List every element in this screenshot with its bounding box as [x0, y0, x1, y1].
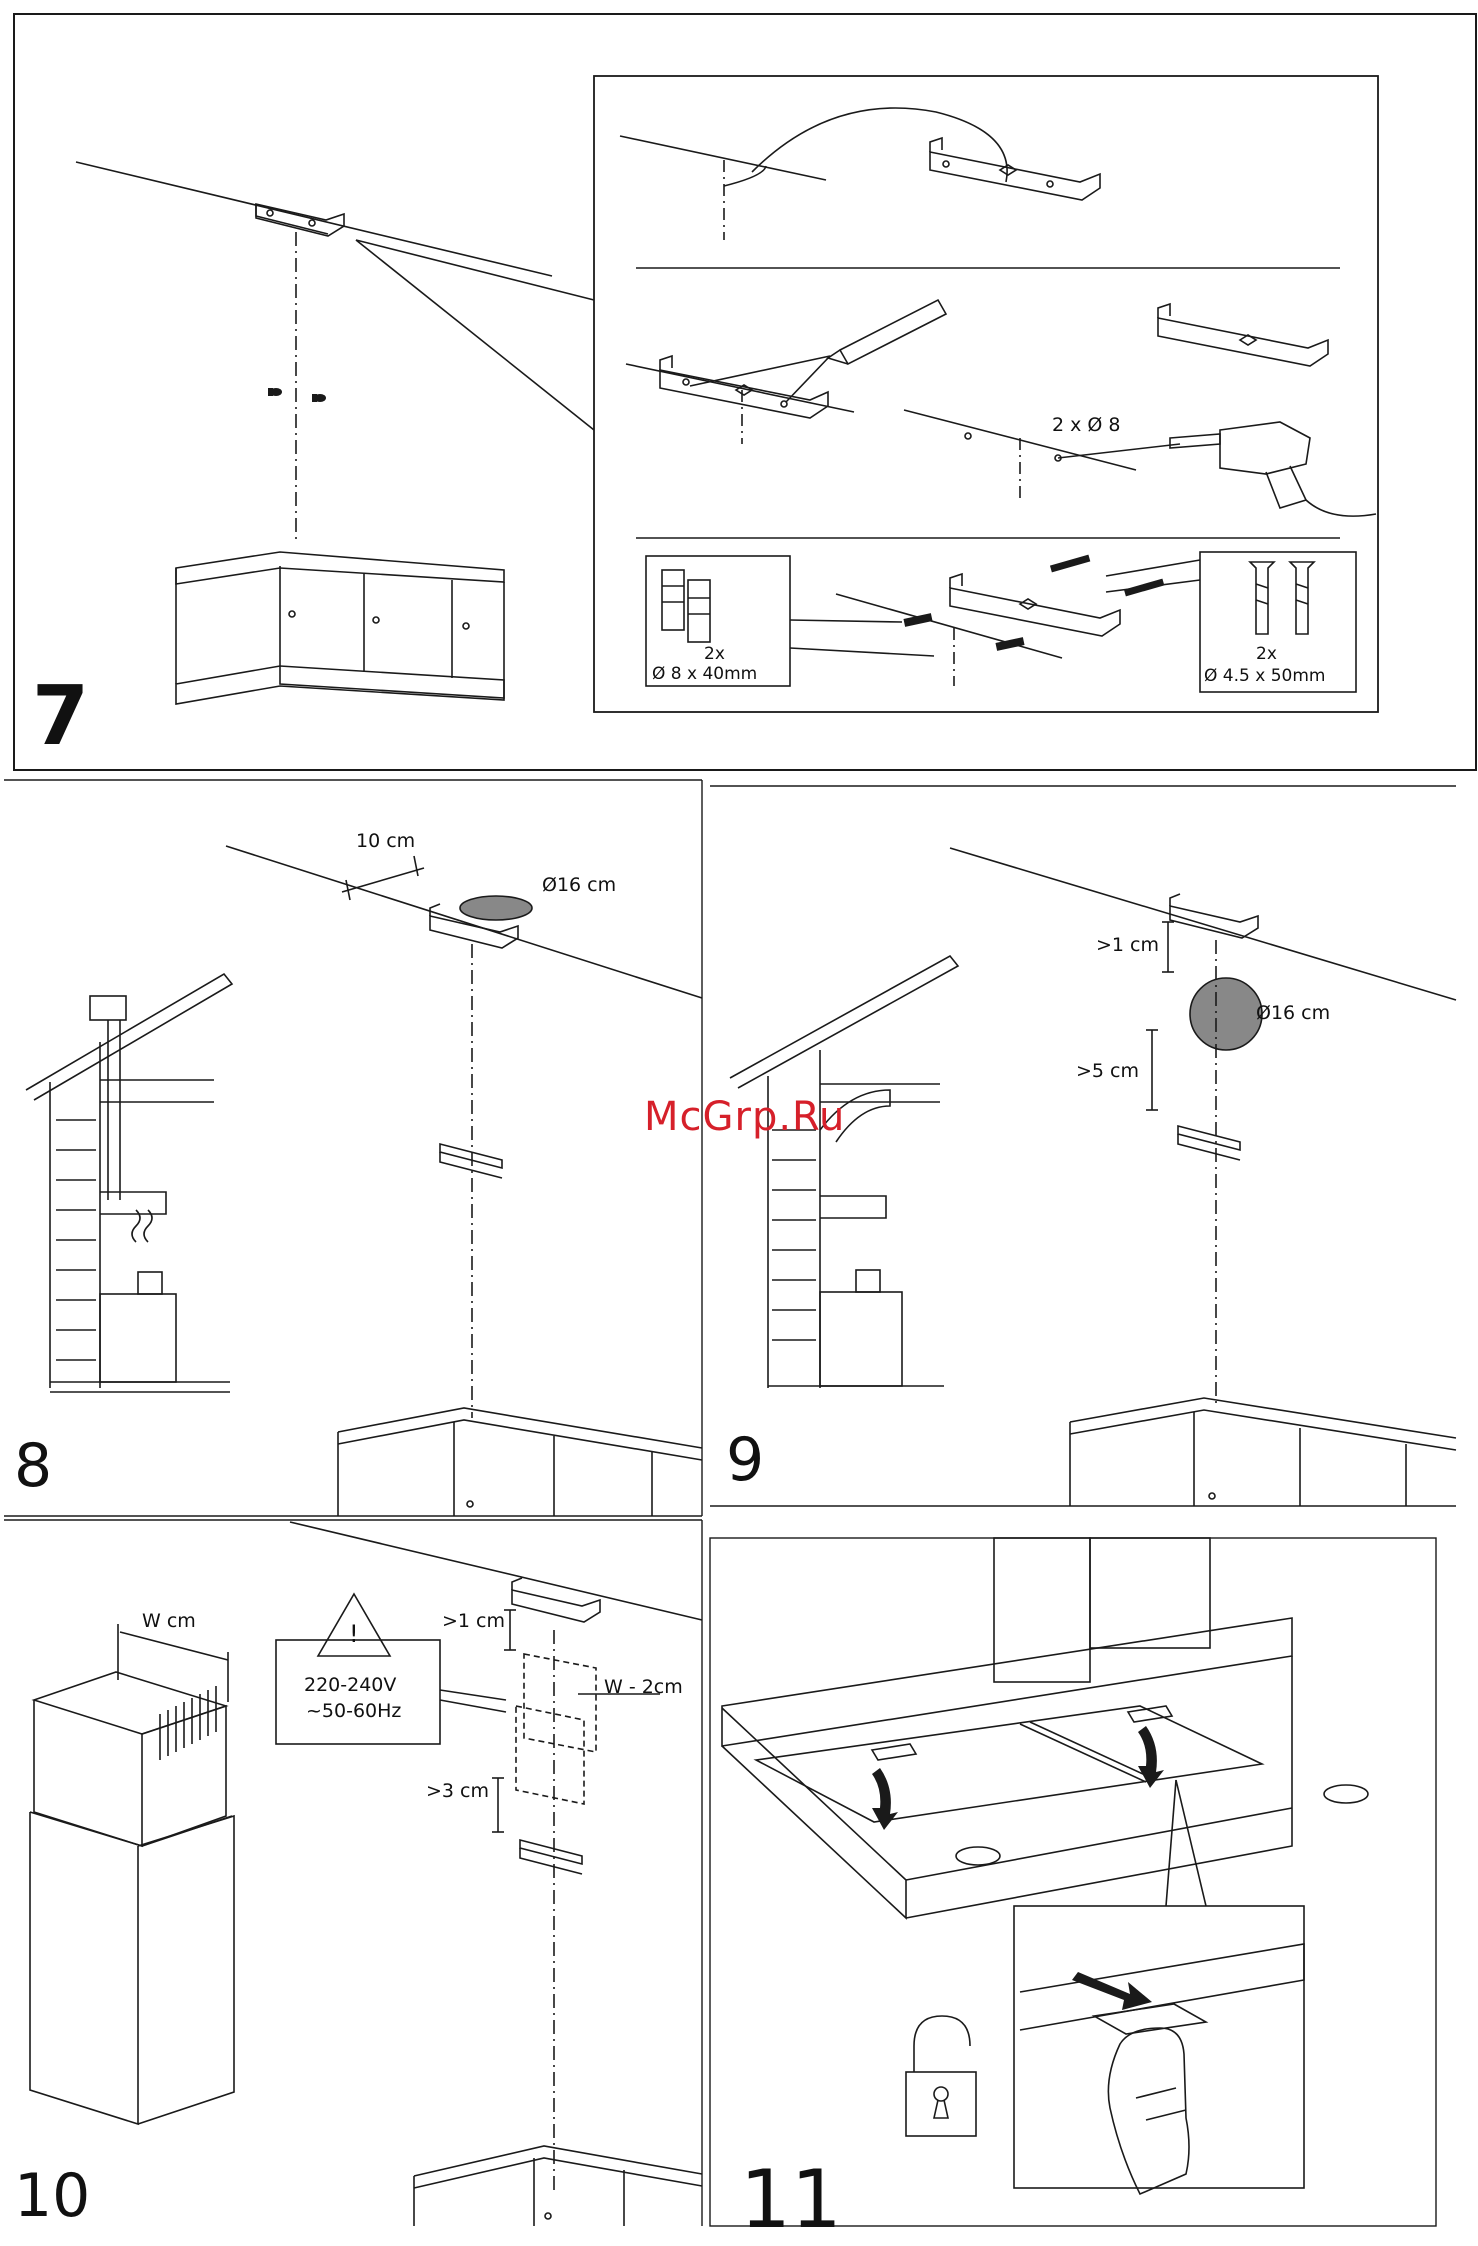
- unlock-icon: [906, 2016, 976, 2136]
- warning-mark: !: [349, 1622, 359, 1646]
- bracket-detail-1: [930, 138, 1100, 200]
- wall-cabinet-10: [414, 2146, 702, 2226]
- drill-holes-label: 2 x Ø 8: [1052, 416, 1121, 435]
- voltage-label: 220-240V: [304, 1676, 396, 1695]
- panel-11: [710, 1538, 1436, 2226]
- wall-cabinet-9: [1070, 1398, 1456, 1506]
- step-8-label: 8: [14, 1436, 52, 1496]
- bracket-mark: [660, 356, 828, 418]
- house-ventilation: [26, 974, 232, 1392]
- cooker-hood: [722, 1538, 1368, 1918]
- chimney-cover: [30, 1624, 234, 2124]
- arrow-icon: [872, 1726, 1164, 1830]
- plugs-qty-label: 2x: [704, 646, 725, 663]
- drill-icon: [1170, 422, 1376, 516]
- pencil-icon: [690, 300, 946, 402]
- watermark: McGrp.Ru: [644, 1094, 845, 1140]
- screws-size-label: Ø 4.5 x 50mm: [1204, 668, 1325, 685]
- duct-diameter-label-8: Ø16 cm: [542, 876, 616, 895]
- arrow-press-icon: [1072, 1972, 1152, 2010]
- gap-3cm-label: >3 cm: [426, 1782, 489, 1801]
- width-w-label: W cm: [142, 1612, 196, 1631]
- screw-icon: [1250, 562, 1314, 634]
- hand-icon: [1020, 1944, 1304, 2194]
- wall-bracket-9: [1178, 1126, 1240, 1160]
- step-9-label: 9: [726, 1430, 764, 1490]
- socket-area: [516, 1654, 596, 1804]
- wall-bracket-10: [520, 1840, 582, 1874]
- duct-hole: [460, 896, 532, 920]
- panel-9: [710, 786, 1456, 1506]
- house-ventilation-9: [730, 956, 958, 1388]
- wall-plug-icon: [662, 570, 710, 642]
- duct-hole-9: [1190, 978, 1262, 1050]
- wall-cabinet-8: [338, 1408, 702, 1516]
- wall-cabinet: [176, 552, 504, 704]
- screw-pair: [268, 388, 326, 402]
- gap-1cm-label-10: >1 cm: [442, 1612, 505, 1631]
- width-w2-label: W - 2cm: [604, 1678, 683, 1697]
- offset-10cm-label: 10 cm: [356, 832, 415, 851]
- screws-qty-label: 2x: [1256, 646, 1277, 663]
- gap-1cm-label-9: >1 cm: [1096, 936, 1159, 955]
- plugs-size-label: Ø 8 x 40mm: [652, 666, 757, 683]
- detail-box: [594, 76, 1378, 712]
- duct-diameter-label-9: Ø16 cm: [1256, 1004, 1330, 1023]
- bracket-fix: [950, 574, 1120, 636]
- step-11-label: 11: [740, 2160, 842, 2240]
- ceiling-bracket-9: [1170, 894, 1258, 938]
- gap-5cm-label: >5 cm: [1076, 1062, 1139, 1081]
- wall-bracket-8: [440, 1144, 502, 1178]
- step-7-label: 7: [32, 676, 89, 758]
- bracket-detail-2: [1158, 304, 1328, 366]
- detail-hand-box: [1014, 1906, 1304, 2188]
- frequency-label: ~50-60Hz: [306, 1702, 401, 1721]
- step-10-label: 10: [14, 2166, 90, 2226]
